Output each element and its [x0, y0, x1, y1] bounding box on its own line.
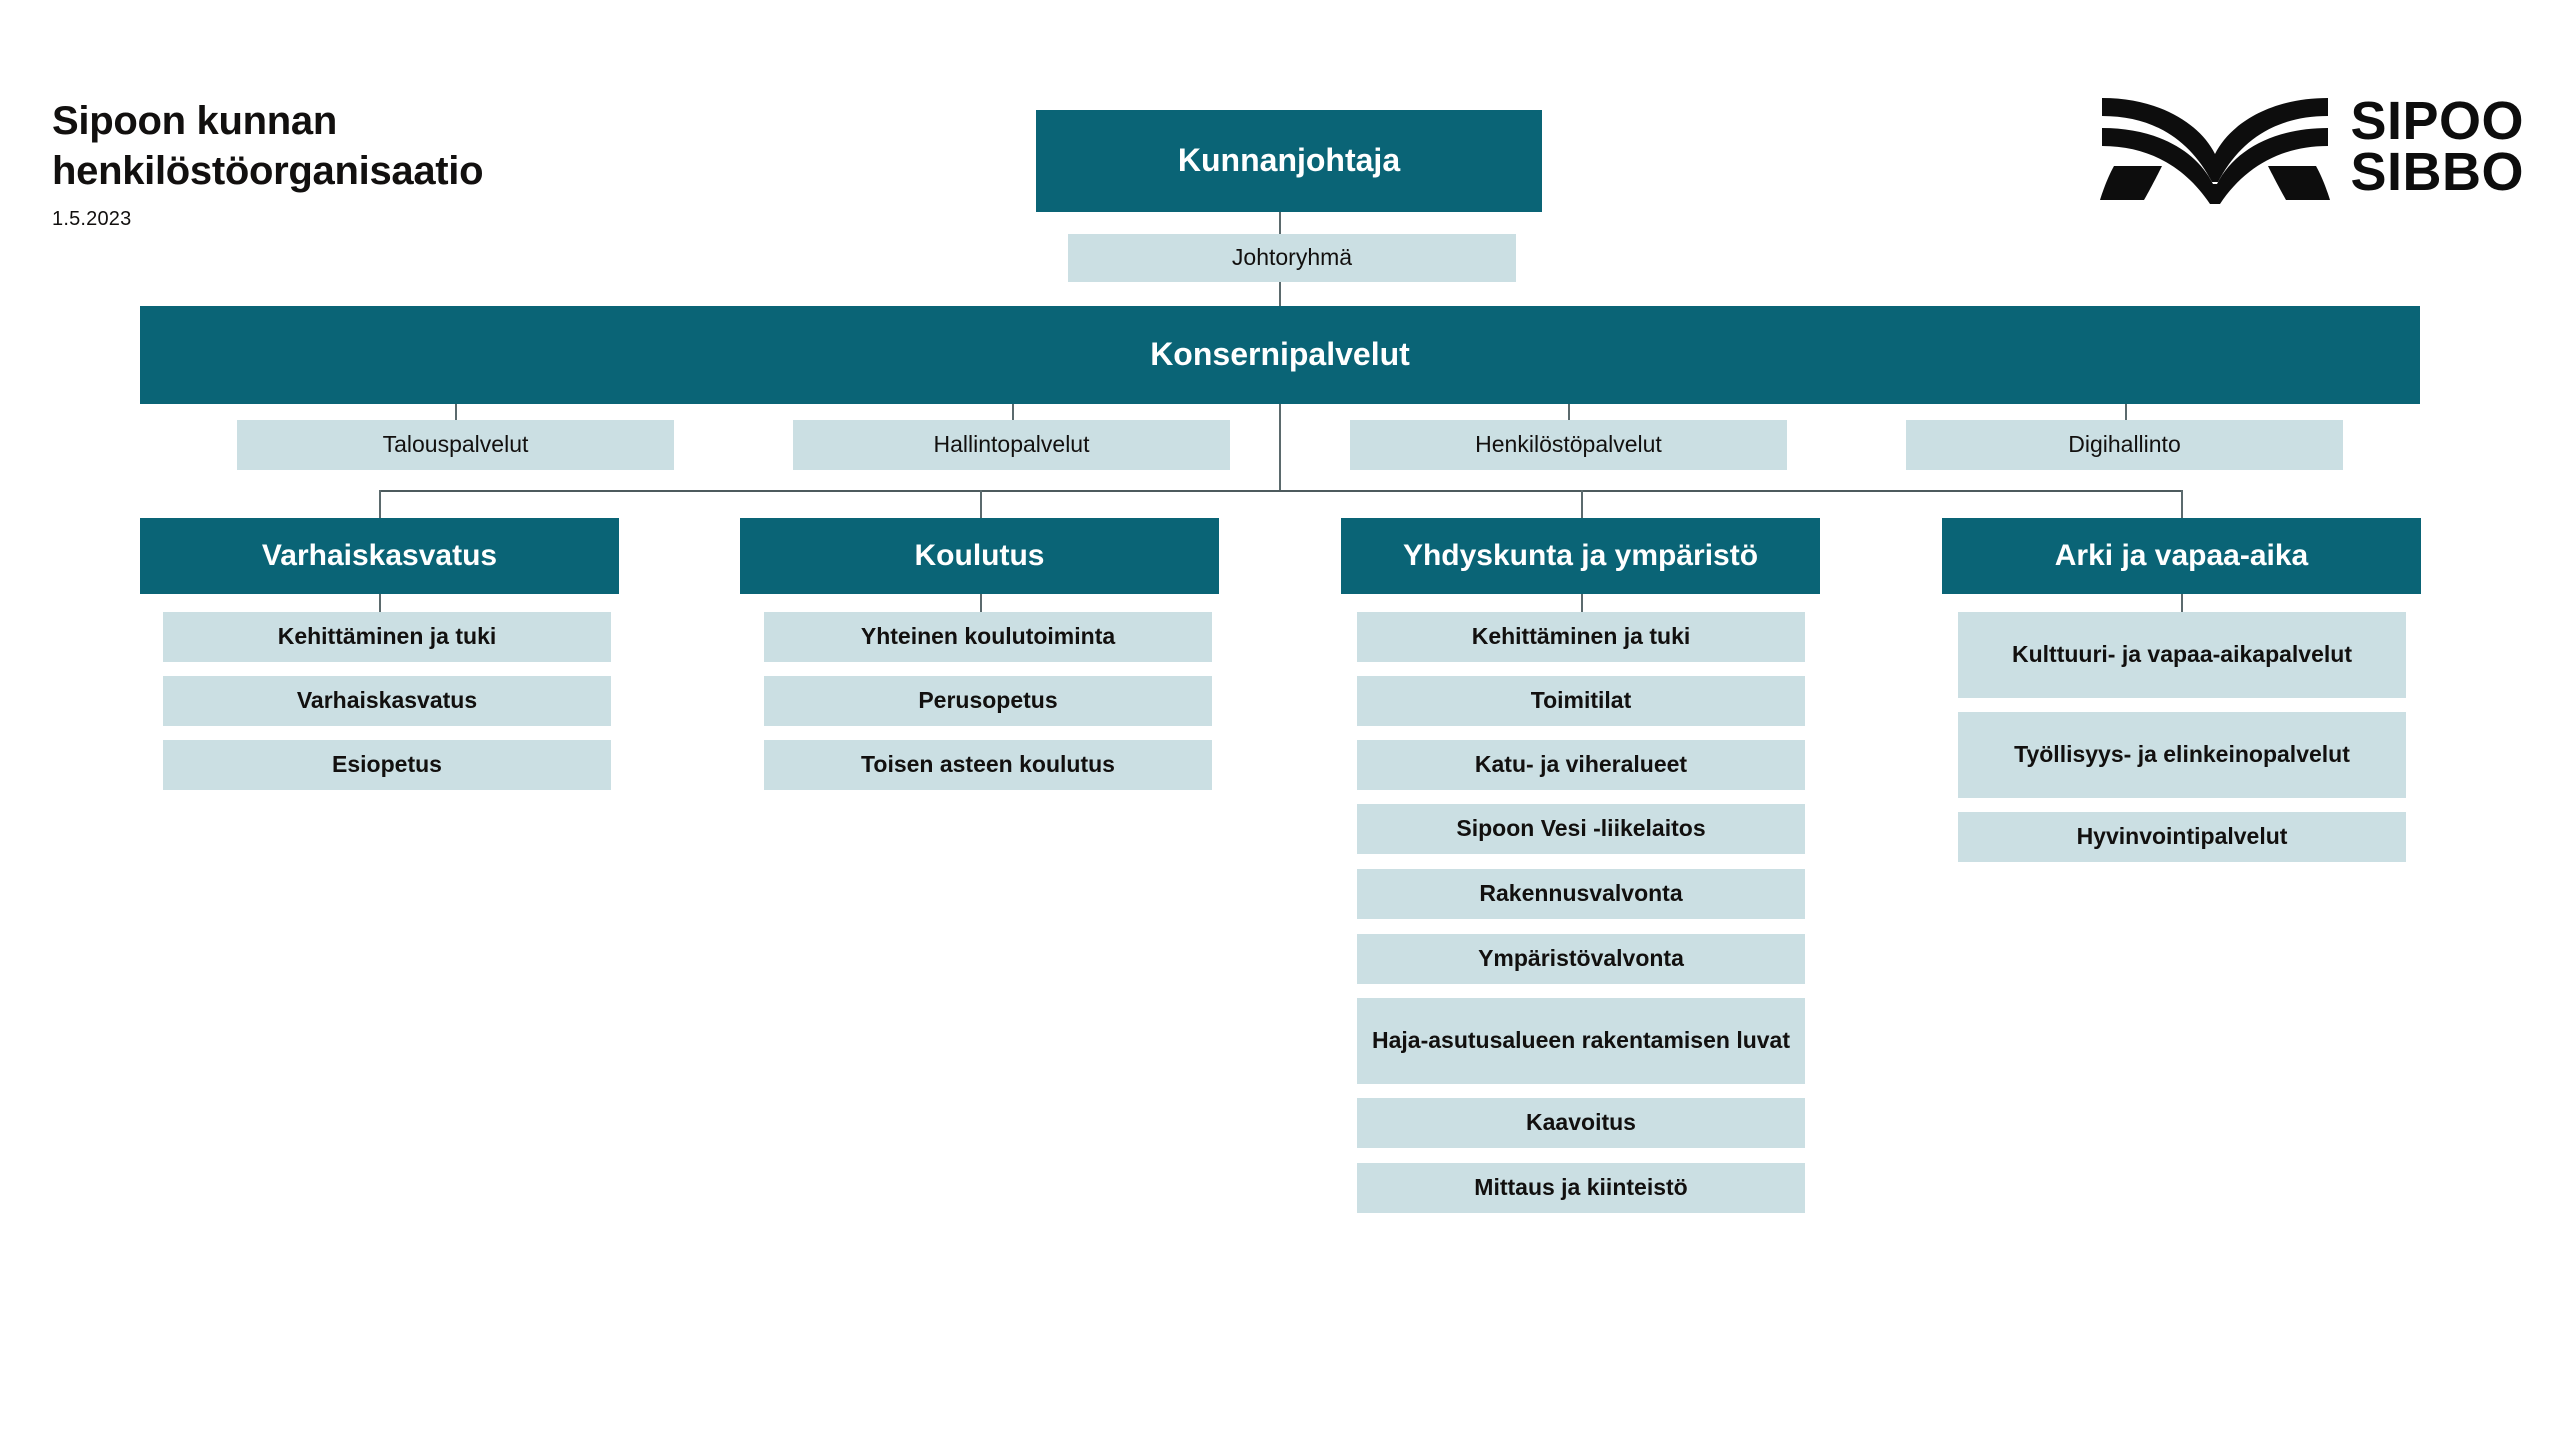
unit-label: Yhteinen koulutoiminta: [860, 623, 1116, 650]
connector-varhaiskasvatus-to-units: [379, 594, 381, 612]
connector-mgmt-to-corp: [1279, 282, 1281, 306]
chart-date: 1.5.2023: [52, 208, 132, 230]
unit-label: Kehittäminen ja tuki: [277, 623, 497, 650]
title-line-1: Sipoon kunnan: [52, 99, 337, 143]
connector-bus-to-yhdyskunta: [1581, 490, 1583, 518]
page-title: Sipoon kunnan henkilöstöorganisaatio 1.5…: [52, 96, 672, 231]
unit-box[interactable]: Rakennusvalvonta: [1357, 869, 1805, 919]
unit-label: Kaavoitus: [1526, 1109, 1636, 1136]
unit-box[interactable]: Yhteinen koulutoiminta: [764, 612, 1212, 662]
node-konsernipalvelut[interactable]: Konsernipalvelut: [140, 306, 2420, 404]
unit-label: Varhaiskasvatus: [296, 687, 478, 714]
sipoo-wing-logo-icon: [2100, 98, 2331, 204]
unit-label: Kulttuuri- ja vapaa-aikapalvelut: [2012, 641, 2352, 668]
unit-label: Esiopetus: [332, 751, 442, 778]
node-hallintopalvelut-label: Hallintopalvelut: [933, 431, 1090, 458]
title-line-2: henkilöstöorganisaatio: [52, 149, 484, 193]
unit-box[interactable]: Toimitilat: [1357, 676, 1805, 726]
connector-corp-to-hallinto: [1012, 404, 1014, 422]
node-department-arki-ja-vapaa-aika[interactable]: Arki ja vapaa-aika: [1942, 518, 2421, 594]
node-talouspalvelut-label: Talouspalvelut: [382, 431, 529, 458]
node-department-koulutus-label: Koulutus: [914, 539, 1045, 573]
node-department-arki-ja-vapaa-aika-label: Arki ja vapaa-aika: [2054, 539, 2309, 573]
connector-corp-to-talous: [455, 404, 457, 422]
unit-box[interactable]: Työllisyys- ja elinkeinopalvelut: [1958, 712, 2406, 798]
unit-label: Kehittäminen ja tuki: [1471, 623, 1691, 650]
node-digihallinto[interactable]: Digihallinto: [1906, 420, 2343, 470]
unit-label: Katu- ja viheralueet: [1474, 751, 1688, 778]
logo-word-sipoo: SIPOO: [2350, 90, 2524, 151]
unit-box[interactable]: Sipoon Vesi -liikelaitos: [1357, 804, 1805, 854]
node-department-varhaiskasvatus[interactable]: Varhaiskasvatus: [140, 518, 619, 594]
connector-corp-to-digi: [2125, 404, 2127, 422]
connector-yhdyskunta-to-units: [1581, 594, 1583, 612]
unit-label: Mittaus ja kiinteistö: [1474, 1174, 1688, 1201]
connector-department-bus: [379, 490, 2181, 492]
node-talouspalvelut[interactable]: Talouspalvelut: [237, 420, 674, 470]
unit-label: Sipoon Vesi -liikelaitos: [1456, 815, 1706, 842]
unit-box[interactable]: Kaavoitus: [1357, 1098, 1805, 1148]
connector-bus-to-arki: [2181, 490, 2183, 518]
connector-corp-spine: [1279, 404, 1281, 492]
node-henkilostopalvelut[interactable]: Henkilöstöpalvelut: [1350, 420, 1787, 470]
connector-koulutus-to-units: [980, 594, 982, 612]
unit-label: Työllisyys- ja elinkeinopalvelut: [2014, 741, 2350, 768]
unit-label: Toimitilat: [1530, 687, 1632, 714]
connector-arki-to-units: [2181, 594, 2183, 612]
node-department-varhaiskasvatus-label: Varhaiskasvatus: [261, 539, 498, 573]
unit-box[interactable]: Kehittäminen ja tuki: [1357, 612, 1805, 662]
node-johtoryhma[interactable]: Johtoryhmä: [1068, 234, 1516, 282]
unit-box[interactable]: Ympäristövalvonta: [1357, 934, 1805, 984]
node-kunnanjohtaja-label: Kunnanjohtaja: [1177, 142, 1401, 179]
node-johtoryhma-label: Johtoryhmä: [1231, 244, 1353, 271]
node-digihallinto-label: Digihallinto: [2068, 431, 2181, 458]
connector-bus-to-varhaiskasvatus: [379, 490, 381, 518]
unit-label: Perusopetus: [918, 687, 1058, 714]
unit-box[interactable]: Haja-asutusalueen rakentamisen luvat: [1357, 998, 1805, 1084]
unit-label: Haja-asutusalueen rakentamisen luvat: [1372, 1027, 1790, 1054]
connector-corp-to-henkilosto: [1568, 404, 1570, 422]
logo-wordmark: SIPOO SIBBO: [2350, 90, 2524, 202]
connector-bus-to-koulutus: [980, 490, 982, 518]
node-department-yhdyskunta-ja-ymparisto[interactable]: Yhdyskunta ja ympäristö: [1341, 518, 1820, 594]
unit-box[interactable]: Toisen asteen koulutus: [764, 740, 1212, 790]
node-kunnanjohtaja[interactable]: Kunnanjohtaja: [1036, 110, 1542, 212]
unit-box[interactable]: Kehittäminen ja tuki: [163, 612, 611, 662]
unit-box[interactable]: Hyvinvointipalvelut: [1958, 812, 2406, 862]
unit-box[interactable]: Perusopetus: [764, 676, 1212, 726]
node-henkilostopalvelut-label: Henkilöstöpalvelut: [1475, 431, 1662, 458]
node-hallintopalvelut[interactable]: Hallintopalvelut: [793, 420, 1230, 470]
node-department-koulutus[interactable]: Koulutus: [740, 518, 1219, 594]
unit-box[interactable]: Esiopetus: [163, 740, 611, 790]
unit-box[interactable]: Varhaiskasvatus: [163, 676, 611, 726]
unit-box[interactable]: Mittaus ja kiinteistö: [1357, 1163, 1805, 1213]
unit-label: Ympäristövalvonta: [1478, 945, 1684, 972]
logo-word-sibbo: SIBBO: [2350, 142, 2524, 202]
connector-ceo-to-mgmt: [1279, 212, 1281, 234]
unit-box[interactable]: Katu- ja viheralueet: [1357, 740, 1805, 790]
unit-label: Hyvinvointipalvelut: [2076, 823, 2288, 850]
unit-box[interactable]: Kulttuuri- ja vapaa-aikapalvelut: [1958, 612, 2406, 698]
node-konsernipalvelut-label: Konsernipalvelut: [1150, 336, 1410, 373]
sipoo-sibbo-logo: SIPOO SIBBO: [2100, 88, 2524, 206]
node-department-yhdyskunta-ja-ymparisto-label: Yhdyskunta ja ympäristö: [1402, 539, 1759, 573]
unit-label: Toisen asteen koulutus: [861, 751, 1115, 778]
unit-label: Rakennusvalvonta: [1479, 880, 1683, 907]
